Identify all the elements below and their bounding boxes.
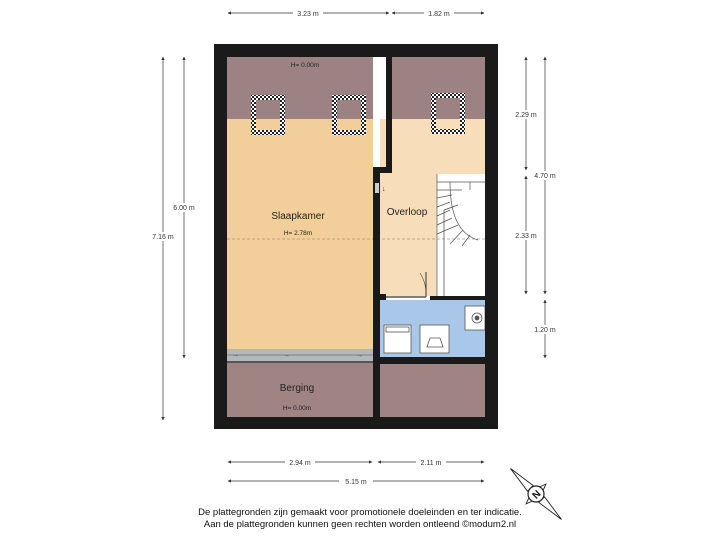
compass-rose [510, 468, 562, 520]
wall-divider-jog [373, 167, 392, 173]
height-label-slaapkamer: H= 2.78m [284, 230, 312, 237]
compass-needle-north [510, 468, 534, 492]
dryer [419, 324, 450, 354]
skylights [251, 93, 465, 135]
dim-right-lower: 1.20 m [534, 327, 556, 334]
wall-bath-top-right [430, 296, 485, 300]
dim-bottom-total: 5.15 m [345, 479, 367, 486]
dim-right-upper: 2.29 m [515, 112, 537, 119]
wall-bottom [214, 417, 498, 429]
dimension-labels: 3.23 m 1.82 m 6.00 m 7.16 m 2.29 m 4.70 … [149, 9, 559, 486]
dim-right-long: 4.70 m [534, 173, 556, 180]
walls [214, 44, 498, 429]
wall-top [214, 44, 498, 57]
bathroom-fixtures [383, 305, 486, 354]
storage-right-floor [380, 364, 485, 417]
berging-floor [227, 361, 373, 417]
compass-circle [527, 485, 545, 503]
overloop-door: ↓ [375, 183, 386, 193]
dim-bottom-right: 2.11 m [421, 460, 442, 467]
wall-right [485, 44, 498, 429]
svg-text:→: → [232, 352, 239, 359]
room-label-slaapkamer: Slaapkamer [271, 211, 325, 222]
wall-left [214, 44, 227, 429]
room-label-overloop: Overloop [387, 207, 428, 218]
slaapkamer-floor [227, 119, 373, 349]
height-label-berging: H= 0.00m [283, 405, 311, 412]
svg-text:→: → [356, 352, 363, 359]
dim-top-left: 3.23 m [297, 11, 319, 18]
eaves-strip: → → → [227, 349, 373, 361]
svg-text:↓: ↓ [382, 186, 386, 193]
disclaimer-line-1: De plattegronden zijn gemaakt voor promo… [198, 507, 522, 518]
dim-left-inner: 6.00 m [173, 205, 195, 212]
wall-berging-top [227, 361, 373, 363]
stair-area [437, 174, 485, 296]
dim-bottom-left: 2.94 m [289, 460, 311, 467]
room-label-berging: Berging [280, 383, 314, 394]
dim-right-middle: 2.33 m [515, 233, 537, 240]
disclaimer-line-2: Aan de plattegronden kunnen geen rechten… [203, 519, 517, 530]
height-label-top: H= 0.00m [291, 62, 319, 69]
wall-bath-top-left [380, 294, 386, 300]
dim-left-outer: 7.16 m [152, 234, 174, 241]
wall-divider-mid [373, 167, 380, 417]
wall-storage-top [373, 357, 488, 364]
staircase [436, 174, 485, 296]
bathroom-door [386, 272, 427, 298]
dim-top-right: 1.82 m [428, 11, 450, 18]
wall-divider-upper [386, 57, 392, 173]
svg-text:→: → [283, 352, 290, 359]
